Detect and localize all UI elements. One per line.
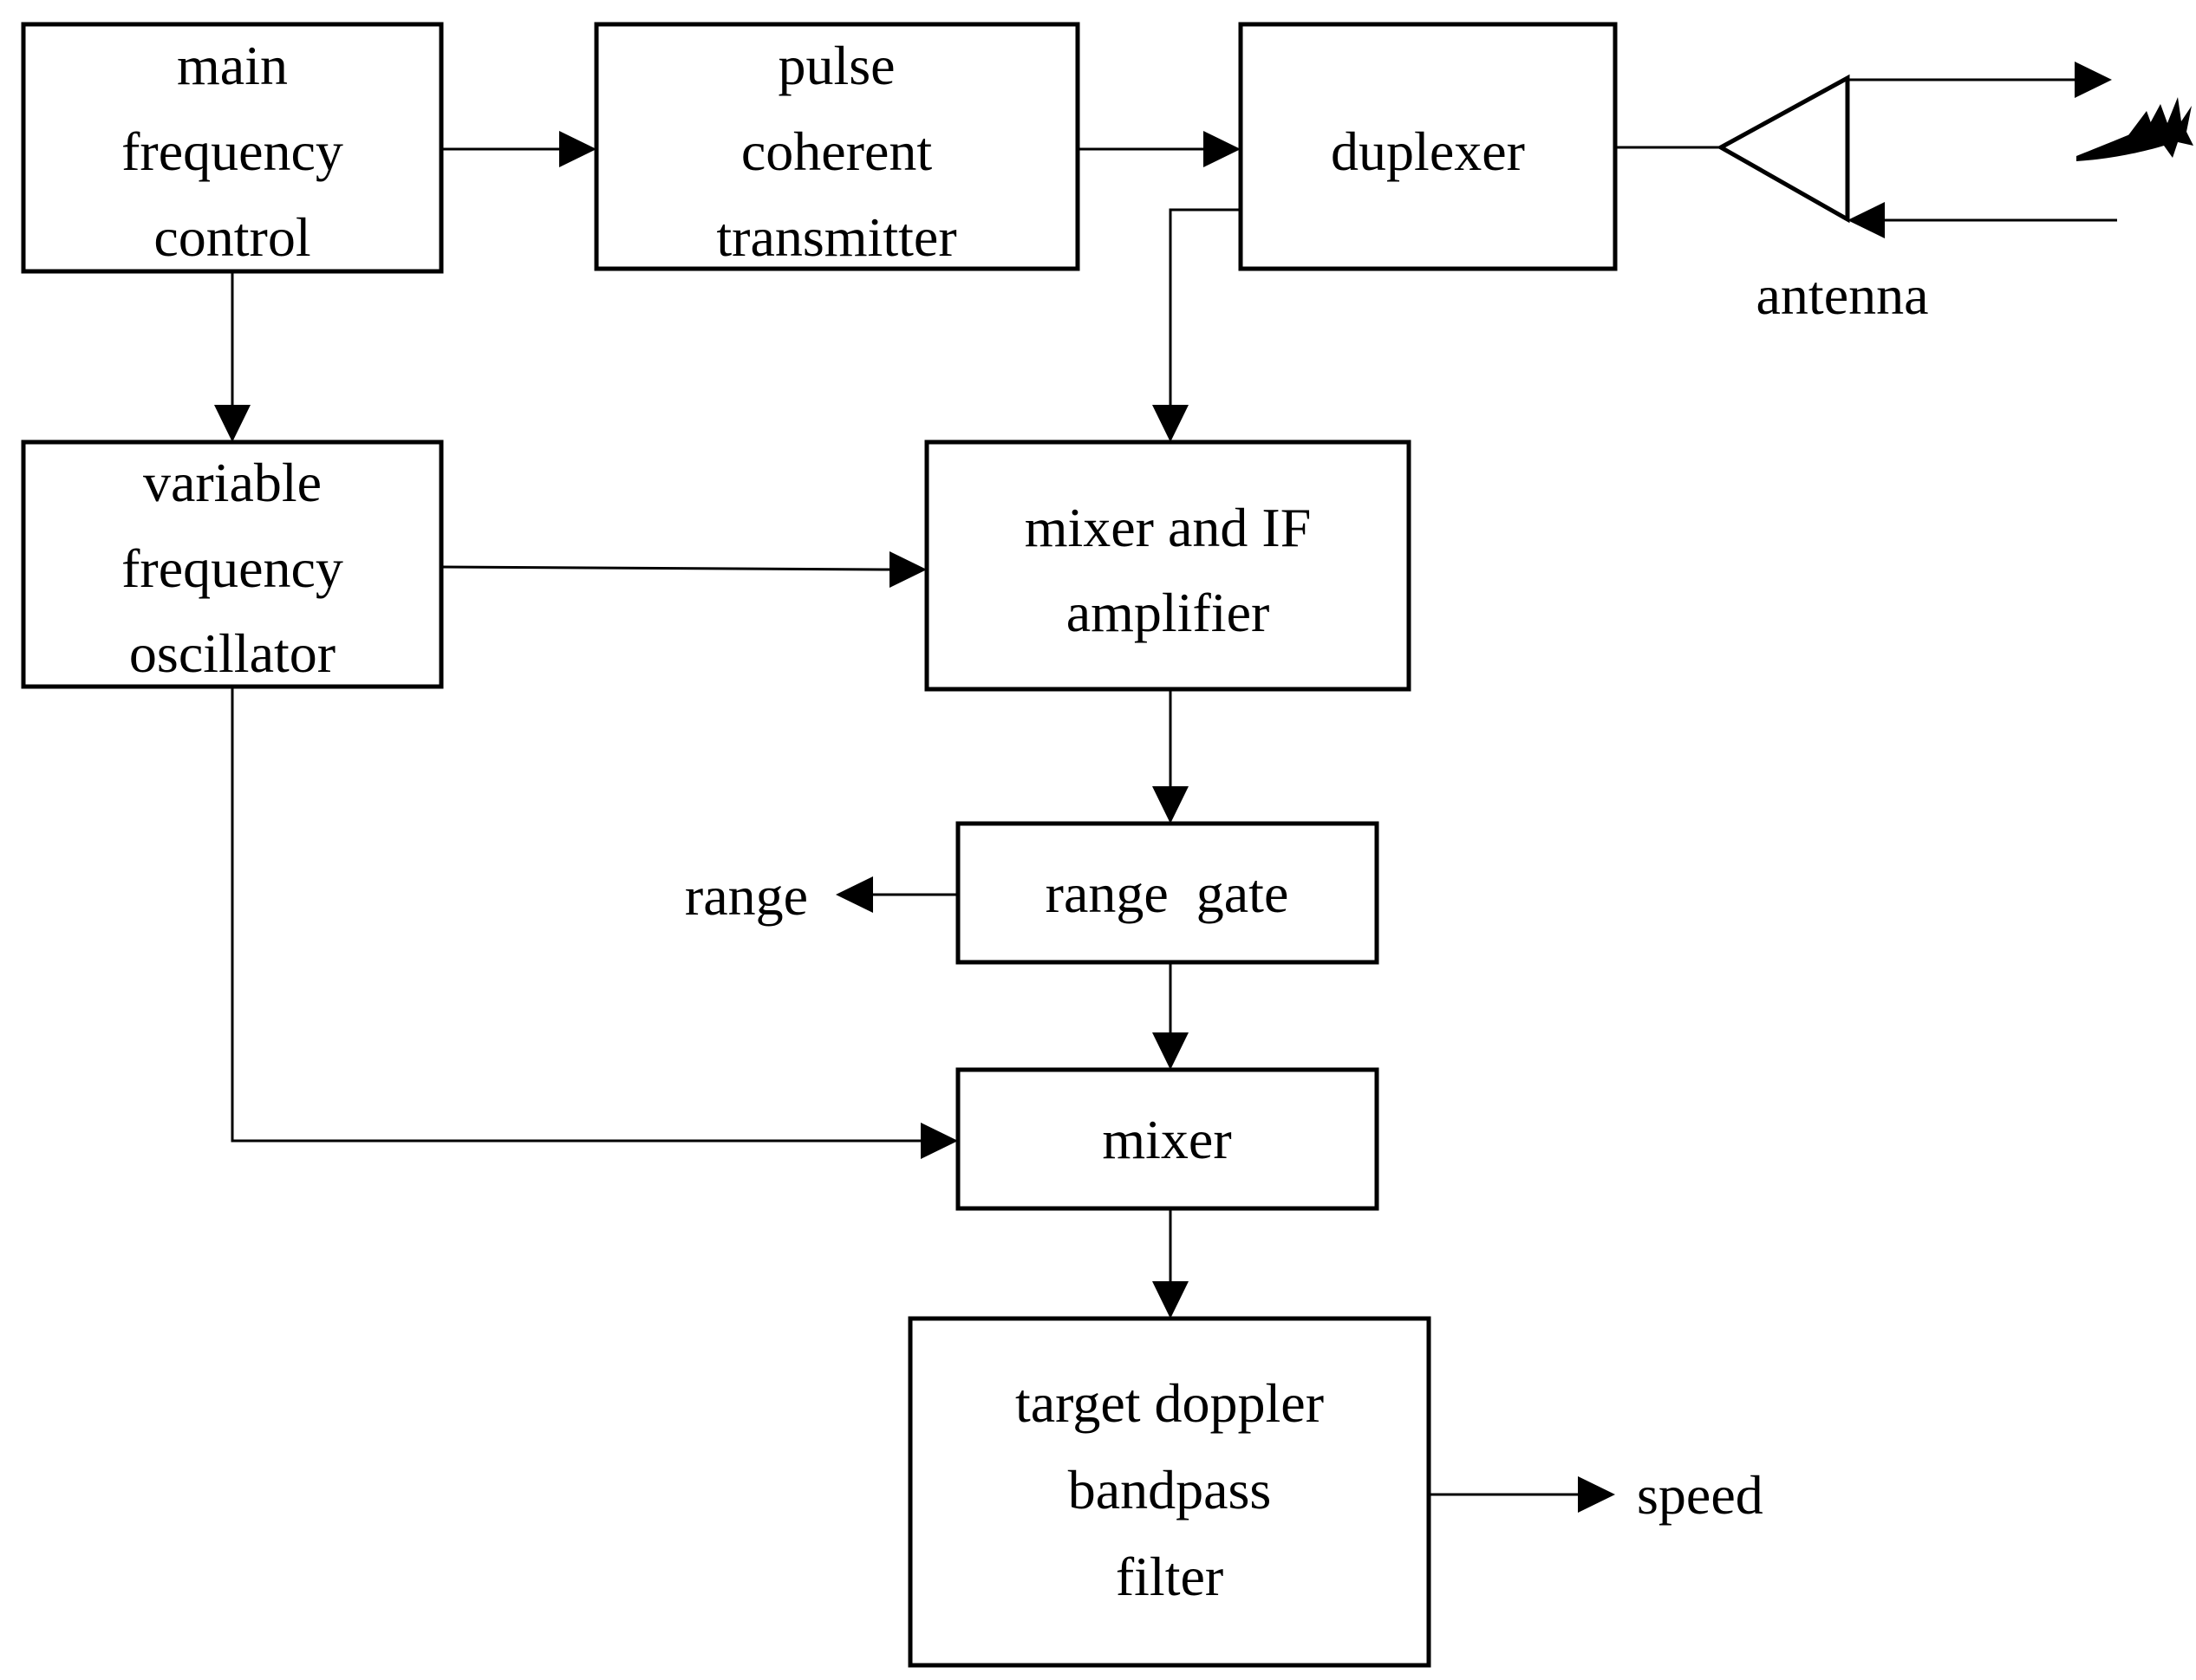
range-output-label: range	[685, 865, 808, 927]
transmit-wave-arrow	[1847, 62, 2112, 98]
main-frequency-control-line-1: main	[177, 35, 288, 96]
arrow-range-gate-to-range-output	[836, 876, 958, 913]
main-frequency-control-line-2: frequency	[121, 120, 343, 182]
variable-frequency-oscillator-line-1: variable	[143, 452, 322, 513]
arrow-mfc-to-vfo	[214, 271, 251, 442]
antenna-label: antenna	[1756, 264, 1929, 326]
speed-output-label: speed	[1637, 1464, 1763, 1526]
variable-frequency-oscillator-line-3: oscillator	[129, 622, 336, 684]
duplexer-block: duplexer	[1238, 22, 1618, 271]
pulse-coherent-transmitter-line-3: transmitter	[716, 206, 956, 268]
variable-frequency-oscillator-line-2: frequency	[121, 537, 343, 599]
arrow-duplexer-to-mixer-if	[1152, 208, 1241, 442]
variable-frequency-oscillator-block: variable frequency oscillator	[21, 440, 444, 689]
range-gate-label: range gate	[1046, 863, 1289, 924]
antenna-icon	[1716, 74, 1850, 224]
pulse-coherent-transmitter-line-1: pulse	[778, 35, 895, 96]
aircraft-target-icon	[2076, 97, 2193, 161]
arrow-vfo-to-mixer	[231, 687, 958, 1159]
arrow-range-gate-to-mixer	[1152, 962, 1189, 1070]
mixer-label: mixer	[1102, 1109, 1231, 1170]
mixer-and-if-amplifier-line-1: mixer and IF	[1025, 497, 1312, 558]
mixer-block: mixer	[955, 1067, 1379, 1211]
main-frequency-control-block: main frequency control	[21, 22, 444, 274]
main-frequency-control-line-3: control	[153, 206, 310, 268]
mixer-and-if-amplifier-line-2: amplifier	[1066, 582, 1270, 643]
range-gate-block: range gate	[955, 821, 1379, 965]
pulse-coherent-transmitter-block: pulse coherent transmitter	[594, 22, 1080, 271]
arrow-doppler-filter-to-speed	[1429, 1476, 1615, 1513]
duplexer-label: duplexer	[1331, 120, 1525, 182]
mixer-and-if-amplifier-block: mixer and IF amplifier	[924, 440, 1411, 692]
pulse-coherent-transmitter-line-2: coherent	[741, 120, 933, 182]
target-doppler-bandpass-filter-block: target doppler bandpass filter	[908, 1316, 1431, 1668]
target-doppler-bandpass-filter-line-2: bandpass	[1068, 1459, 1272, 1520]
arrow-mfc-to-transmitter	[441, 131, 596, 167]
arrow-mixer-if-to-range-gate	[1152, 689, 1189, 824]
target-doppler-bandpass-filter-line-1: target doppler	[1015, 1372, 1324, 1434]
receive-echo-arrow	[1847, 202, 2117, 238]
arrow-vfo-to-mixer-if	[440, 551, 927, 588]
arrow-mixer-to-doppler-filter	[1152, 1208, 1189, 1319]
arrow-transmitter-to-duplexer	[1078, 131, 1241, 167]
target-doppler-bandpass-filter-line-3: filter	[1116, 1546, 1223, 1607]
